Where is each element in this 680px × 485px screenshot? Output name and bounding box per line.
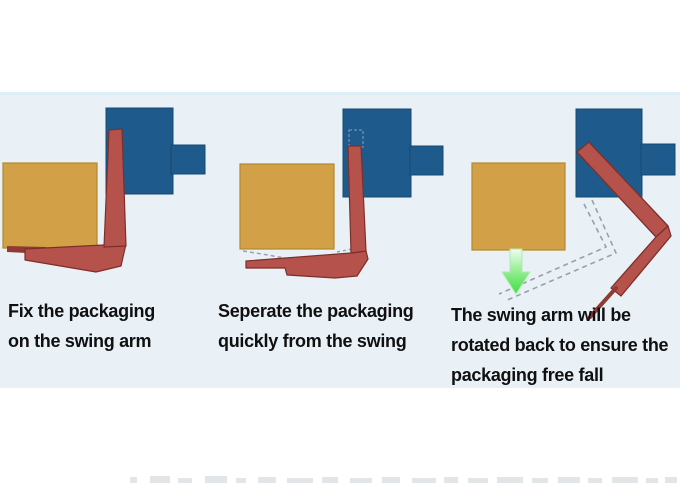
caption-line: The swing arm will be xyxy=(451,305,631,325)
swing-arm-lower-segment xyxy=(610,225,672,297)
caption-line: on the swing arm xyxy=(8,331,152,351)
caption-line: quickly from the swing xyxy=(218,331,407,351)
panel-3-step-rotate-back xyxy=(471,108,676,319)
swing-path-dashed-line-outer xyxy=(504,199,617,302)
machine-tab xyxy=(640,143,676,176)
packaging-box xyxy=(471,162,566,251)
separation-dashed-line xyxy=(242,250,347,260)
caption-line: Fix the packaging xyxy=(8,301,155,321)
swing-arm-vertical xyxy=(347,145,367,254)
cutoff-text-artifact xyxy=(130,476,677,483)
packaging-box xyxy=(239,163,335,250)
machine-tab xyxy=(409,145,444,176)
panel-band-top-edge xyxy=(0,92,680,95)
caption-line: Seperate the packaging xyxy=(218,301,414,321)
panel-1-caption: Fix the packaging on the swing arm xyxy=(8,296,155,356)
separation-dashed-line-end xyxy=(336,248,353,253)
packaging-box xyxy=(2,162,98,249)
swing-path-dashed-line-inner xyxy=(498,203,607,295)
panel-1-step-fix xyxy=(2,107,206,273)
free-fall-arrow-icon xyxy=(501,248,531,295)
panel-3-caption: The swing arm will be rotated back to en… xyxy=(451,300,669,390)
panel-2-caption: Seperate the packaging quickly from the … xyxy=(218,296,414,356)
panel-2-step-separate xyxy=(239,108,444,279)
swing-arm-tip xyxy=(588,286,618,319)
caption-line: rotated back to ensure the xyxy=(451,335,669,355)
caption-line: packaging free fall xyxy=(451,365,604,385)
swing-arm-vertical xyxy=(103,128,127,248)
machine-tab xyxy=(170,144,206,175)
